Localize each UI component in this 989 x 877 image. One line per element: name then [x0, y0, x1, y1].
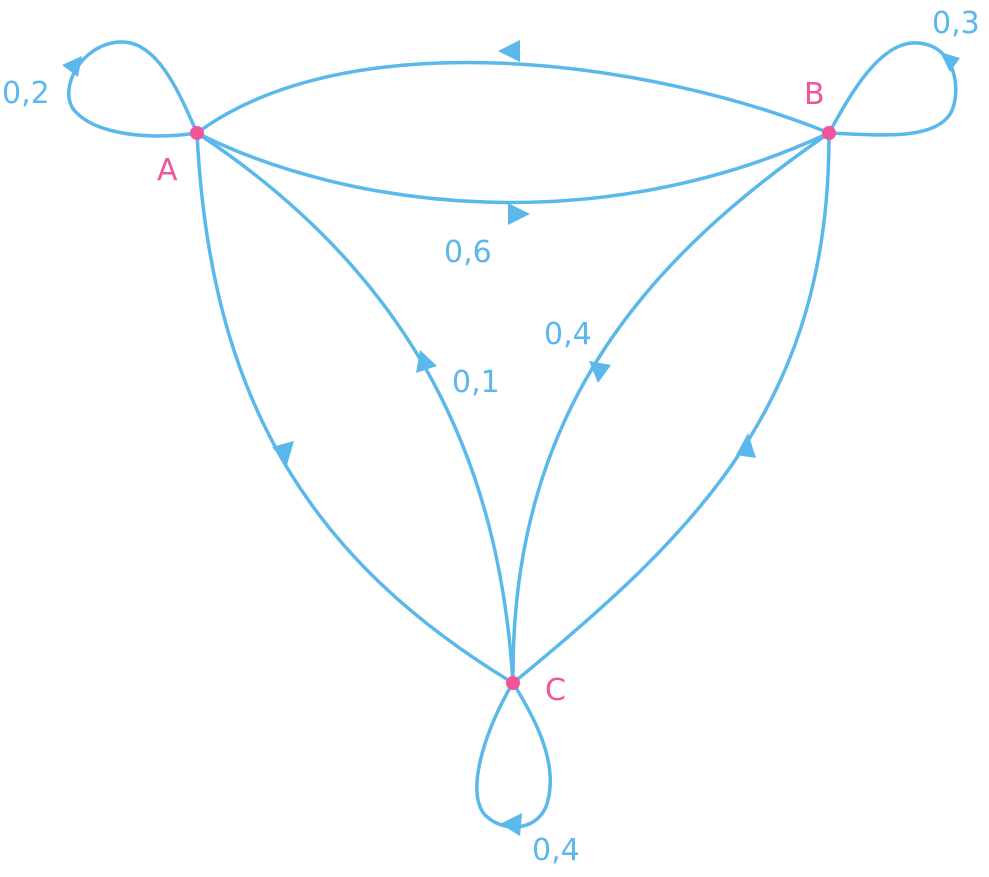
loop-edge-c — [475, 681, 553, 829]
node-labels: A B C — [157, 77, 825, 708]
arrow-a-to-c — [272, 441, 294, 465]
node-c[interactable] — [506, 676, 520, 690]
arrow-b-to-a — [498, 40, 520, 62]
arrow-c-to-a — [416, 350, 437, 373]
arrow-loop-b — [940, 52, 960, 72]
label-loop-a: 0,2 — [2, 76, 50, 111]
edge-c-to-b — [511, 131, 831, 685]
edges — [67, 40, 958, 829]
probability-labels: 0,2 0,3 0,4 0,6 0,1 0,4 — [2, 6, 980, 868]
edge-a-to-b — [195, 131, 831, 205]
node-label-a: A — [157, 153, 178, 188]
node-a[interactable] — [190, 126, 204, 140]
edge-c-to-a — [195, 131, 515, 685]
loop-edge-a — [67, 40, 199, 138]
label-loop-c: 0,4 — [532, 833, 580, 868]
arrowheads — [62, 40, 960, 836]
node-label-b: B — [804, 77, 825, 112]
node-b[interactable] — [822, 126, 836, 140]
arrow-a-to-b — [508, 203, 530, 225]
arrow-b-to-c — [589, 361, 611, 383]
label-loop-b: 0,3 — [932, 6, 980, 41]
arrow-loop-c — [500, 813, 522, 836]
edge-b-to-a — [195, 60, 831, 135]
nodes — [190, 126, 836, 690]
loop-edge-b — [827, 41, 958, 137]
arrow-c-to-b — [736, 433, 756, 458]
arrow-loop-a — [62, 56, 82, 77]
label-b-to-c: 0,4 — [544, 317, 592, 352]
edge-b-to-c — [511, 131, 831, 685]
edge-a-to-c — [195, 131, 515, 685]
label-a-to-b: 0,6 — [444, 235, 492, 270]
label-c-to-a: 0,1 — [452, 365, 500, 400]
node-label-c: C — [545, 673, 566, 708]
